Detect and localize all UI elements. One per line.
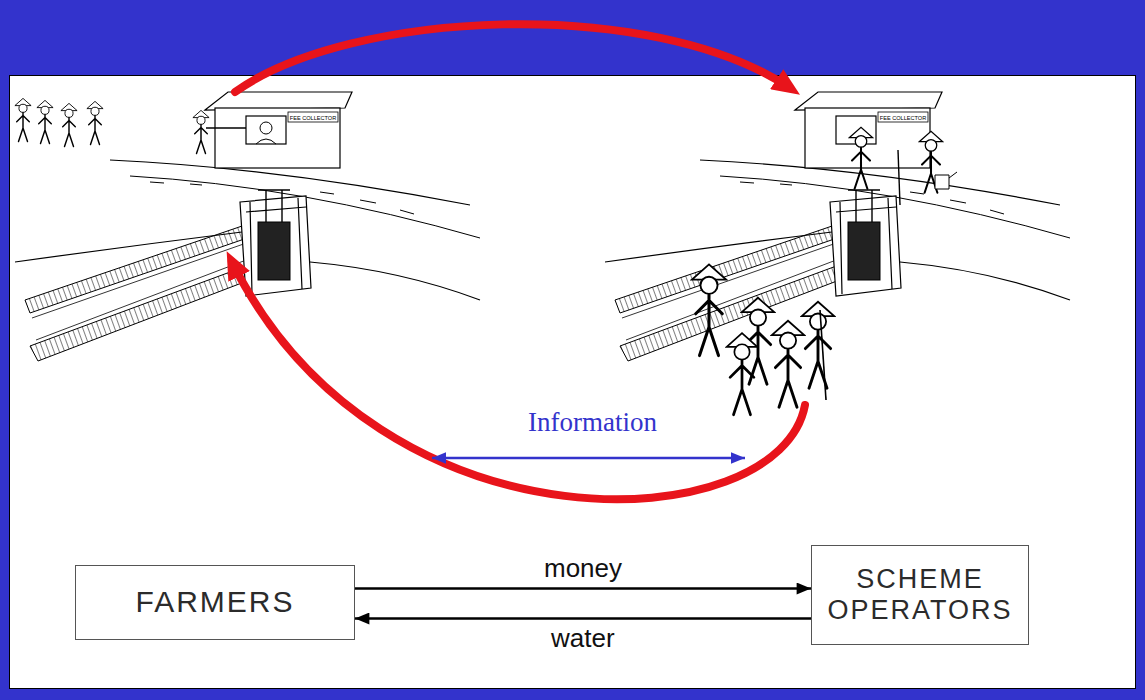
canal-right [605,160,1070,361]
gate-operator [849,127,872,188]
node-text-group: FARMERS [135,585,294,620]
farmer [727,333,758,415]
flow-arrow [355,587,811,590]
farmer [802,302,834,388]
collector-body [256,139,276,144]
measuring-staff [898,150,900,205]
information-label: Information [525,408,660,438]
booth-sign-text: FEE COLLECTOR [880,115,927,121]
farmer [692,264,726,355]
paying-arm [206,127,246,128]
booth-left [205,92,352,168]
box-label: SCHEME OPERATORS [812,564,1028,626]
farmer [87,101,103,144]
process-box: SCHEME OPERATORS [811,545,1029,645]
farmer-paying [193,110,209,153]
canal-left [15,160,480,361]
process-box: FARMERS [75,565,355,640]
booth-right [795,92,942,168]
walking-stick [820,310,826,400]
farmer [772,321,804,407]
farmer [15,98,31,141]
flow-arrow [355,617,811,620]
collector-head [260,122,272,134]
information-arrow [432,457,745,460]
red-curved-arrow [232,262,805,499]
flow-label: water [548,624,618,653]
node-text-group: SCHEME OPERATORS [812,564,1028,626]
watering-can [935,172,957,189]
booth-sign-text: FEE COLLECTOR [290,115,337,121]
box-label: FARMERS [135,585,294,620]
red-curved-arrow [235,24,790,92]
farmer [37,100,53,143]
flow-label: money [541,554,625,583]
farmer [61,103,77,146]
